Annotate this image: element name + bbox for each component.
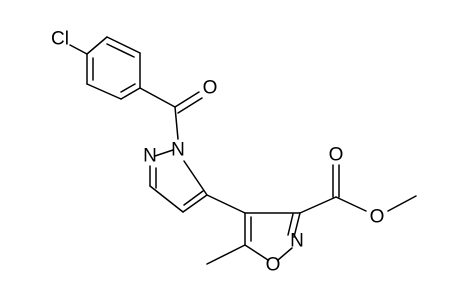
bond-iso-c5-o [244,244,269,261]
atom-labels: Cl O N N O O N O [51,29,384,276]
chlorophenyl-ring [69,36,141,100]
bond-pyrazole-isoxazole [206,194,246,214]
benzoyl-carbonyl [139,87,203,140]
bond-carbonyl-n [174,106,179,140]
isoxazole-ring [244,212,301,261]
bond-ring-a2 [86,83,122,100]
bond-methyl [206,244,246,265]
atom-cl: Cl [51,29,69,50]
bond-n1-n2 [154,149,174,157]
methyl-ester [299,164,417,214]
atom-n1: N [171,140,185,161]
bond-o-methyl [387,195,417,212]
bond-iso-n-c3-1 [293,212,301,238]
atom-n2: N [143,146,157,167]
bond-iso-n-c3-2 [287,213,294,236]
bond-c5-n1 [183,160,208,196]
atom-o-ester: O [370,207,385,228]
pyrazole-ring [149,149,208,213]
atom-n-isoxazole: N [290,231,304,252]
bond-c4-c5-inner [183,190,204,206]
atom-o-ester-carbonyl: O [329,145,344,166]
bond-c3-c4 [149,185,184,213]
bond-c3-ester [299,196,337,214]
bond-carbonyl-o-1 [174,91,200,108]
bond-ring-a3 [120,87,141,100]
bond-iso-o-n [277,247,293,261]
bond-ring-a3-inner [120,83,136,93]
bond-carbonyl-o-2 [177,97,203,114]
bond-ring-a6 [86,36,108,55]
bond-ring-a5-inner [106,43,135,58]
bond-ester-o [335,196,367,212]
bond-ring-to-carbonyl [139,87,176,108]
atom-o-isoxazole: O [266,255,281,276]
bond-ring-a5 [106,36,141,54]
bond-cl-c [69,44,88,55]
atom-o-ketone: O [203,78,218,99]
bond-c4-c5 [182,194,208,213]
